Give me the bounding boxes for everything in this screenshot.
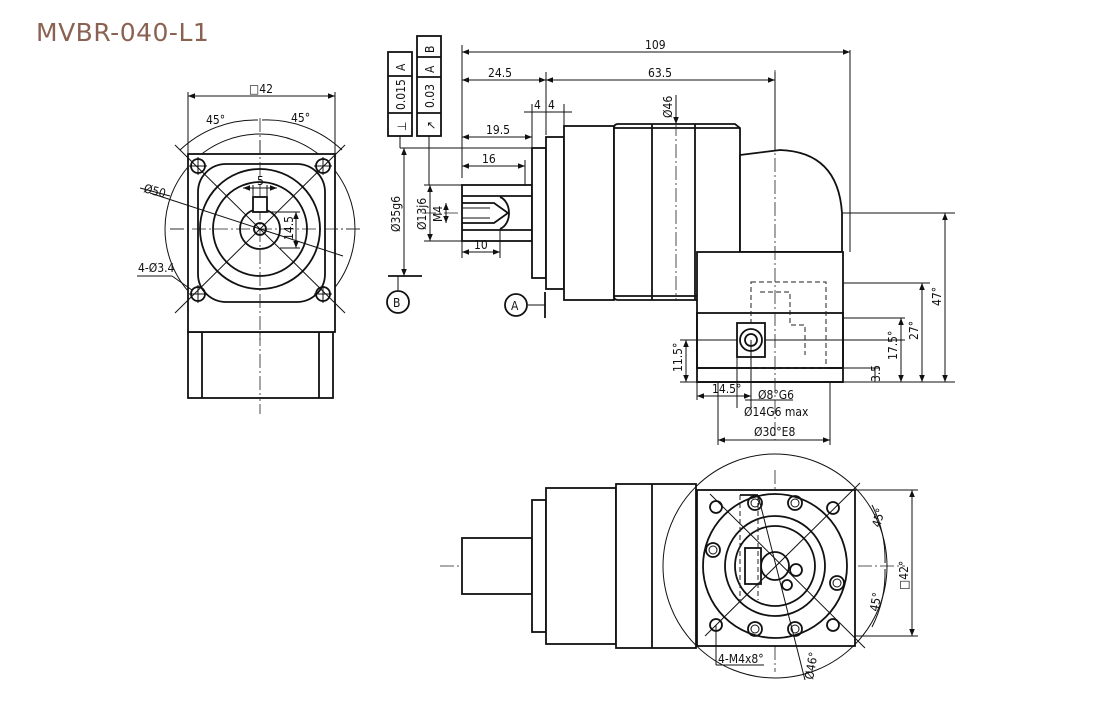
dim-pilot-dia: Ø35g6 (389, 196, 403, 232)
dim-bottom-angle-top: 45° (869, 507, 887, 529)
frame2-value: 0.03 (423, 84, 437, 108)
dim-shoulder-a: 4 (534, 98, 541, 112)
dim-bottom-bolt-circle: Ø46° (802, 651, 821, 681)
datum-a: A (511, 299, 519, 313)
dim-key-length: 10 (474, 238, 488, 252)
bottom-bolt-holes (705, 495, 845, 637)
dim-angle-right: 45° (291, 111, 310, 125)
frame1-datum: A (394, 63, 408, 71)
center-hole (253, 222, 267, 236)
dim-flange-offset: 24.5 (488, 66, 512, 80)
dim-height-low: 17.5° (886, 331, 900, 360)
dim-angle-left: 45° (206, 113, 225, 127)
dim-key-width: 5 (257, 174, 264, 188)
bolt-holes (189, 157, 332, 303)
side-view: B A 109 24.5 63.5 4 4 Ø46 19.5 16 (386, 38, 955, 445)
dim-input-bore-max: Ø14G6 max (744, 405, 809, 419)
dim-holes: 4-Ø3.4 (138, 261, 175, 275)
dim-input-base: 11.5° (671, 343, 685, 372)
dim-bottom-square: □42° (897, 561, 911, 590)
dim-shaft-dia: Ø13j6 (415, 198, 429, 230)
tolerance-frame-1: A 0.015 ⊥ (387, 51, 413, 148)
dim-shaft-length: 16 (482, 152, 496, 166)
dim-body-dia: Ø46 (661, 96, 675, 118)
bottom-view: □42° 45° 45° 4-M4x8° Ø46° (440, 453, 918, 681)
dim-height-total: 47° (930, 287, 944, 306)
bottom-shaft (461, 537, 533, 595)
dim-input-x: 14.5° (712, 382, 741, 396)
lower-body (187, 331, 334, 399)
dim-thread-holes: 4-M4x8° (718, 652, 764, 666)
dim-center-thread: M4 (431, 206, 445, 222)
frame2-datum2: B (423, 46, 437, 53)
dim-input-offset: 3.5 (869, 365, 883, 382)
dim-overall-length: 109 (645, 38, 666, 52)
dim-height-mid: 27° (907, 321, 921, 340)
frame2-datum1: A (423, 65, 437, 73)
tolerance-frame-2: B A 0.03 ↗ (416, 35, 442, 185)
dim-input-bore: Ø8°G6 (758, 388, 794, 402)
dim-key-height: 14.5 (282, 216, 296, 240)
dim-bolt-circle: Ø50 (142, 181, 167, 200)
dim-gear-length: 63.5 (648, 66, 672, 80)
dim-pilot-length: 19.5 (486, 123, 510, 137)
dim-input-pilot: Ø30°E8 (754, 425, 795, 439)
frame1-value: 0.015 (394, 79, 408, 110)
dim-shoulder-b: 4 (548, 98, 555, 112)
frame2-symbol: ↗ (424, 121, 438, 130)
front-view: □42 45° 45° 5 14.5 Ø50 4-Ø3.4 (137, 82, 362, 414)
dim-square-42: □42 (249, 82, 273, 96)
drawing-title: MVBR-040-L1 (36, 18, 210, 47)
angle-housing (696, 251, 844, 383)
frame1-symbol: ⊥ (395, 122, 409, 131)
dim-bottom-angle-bottom: 45° (867, 591, 884, 612)
datum-b: B (393, 296, 400, 310)
output-shaft (461, 184, 533, 242)
